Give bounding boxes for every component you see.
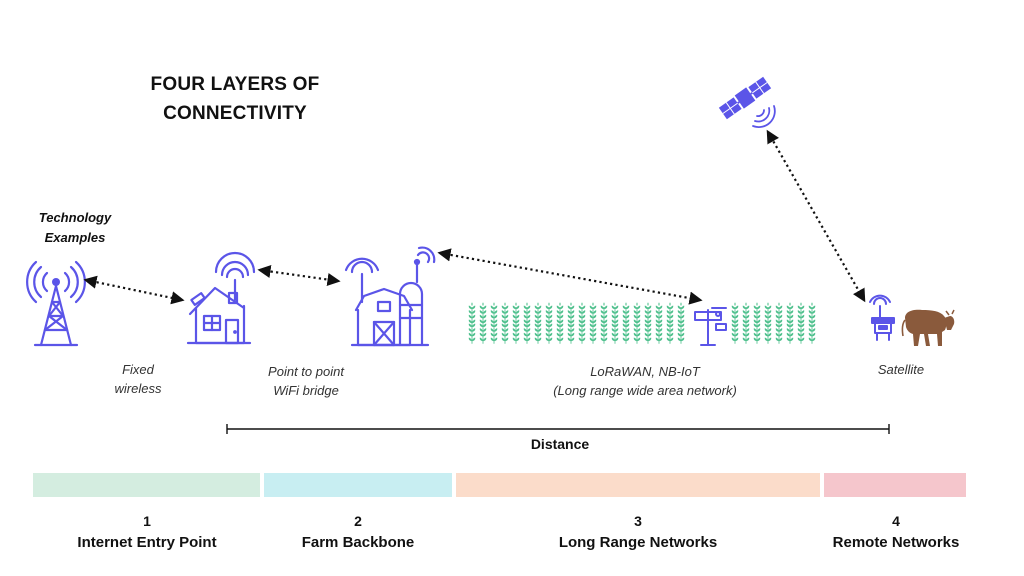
layer-label-2: 2 Farm Backbone xyxy=(258,512,458,552)
crop-plant xyxy=(589,319,597,345)
barn-icon xyxy=(344,246,436,347)
satellite-icon xyxy=(718,76,772,120)
weather-station-icon xyxy=(694,307,727,346)
layer-label-1: 1 Internet Entry Point xyxy=(47,512,247,552)
crop-plant xyxy=(600,319,608,345)
distance-label: Distance xyxy=(530,436,590,452)
crop-plant xyxy=(490,319,498,345)
layer-label-3: 3 Long Range Networks xyxy=(538,512,738,552)
layer-number: 2 xyxy=(354,513,362,529)
caption-fixed-wireless: Fixed wireless xyxy=(88,360,188,398)
layer-band-1 xyxy=(33,473,260,497)
crop-plant xyxy=(501,319,509,345)
crop-plant xyxy=(808,319,816,345)
link-satellite-terminal xyxy=(766,129,866,303)
caption-satellite: Satellite xyxy=(877,362,925,377)
tech-label-line-2: Examples xyxy=(44,230,106,245)
layer-name: Remote Networks xyxy=(832,534,960,551)
link-tower-farmhouse xyxy=(83,275,185,305)
crop-plant xyxy=(742,319,750,345)
caption-fixed-line-1: Fixed xyxy=(122,362,154,377)
layer-name: Farm Backbone xyxy=(301,534,415,551)
layer-band-3 xyxy=(456,473,820,497)
crop-plant xyxy=(753,319,761,345)
link-farmhouse-barn xyxy=(257,264,341,287)
caption-p2p-line-1: Point to point xyxy=(268,364,344,379)
layer-number: 4 xyxy=(892,513,900,529)
crop-plant xyxy=(556,319,564,345)
layer-number: 1 xyxy=(143,513,151,529)
farmhouse-icon xyxy=(186,251,256,345)
layer-band-2 xyxy=(264,473,452,497)
layer-number: 3 xyxy=(634,513,642,529)
crop-plant xyxy=(731,319,739,345)
crop-plant xyxy=(468,319,476,345)
crop-plant xyxy=(633,319,641,345)
tech-label-line-1: Technology xyxy=(38,210,112,225)
layer-name: Internet Entry Point xyxy=(77,534,217,551)
layer-label-4: 4 Remote Networks xyxy=(796,512,996,552)
diagram-title: FOUR LAYERS OF CONNECTIVITY xyxy=(130,70,340,128)
crop-plant xyxy=(644,319,652,345)
cell-tower-icon xyxy=(26,260,86,347)
crop-plant xyxy=(622,319,630,345)
crop-plant xyxy=(666,319,674,345)
crop-plant xyxy=(786,319,794,345)
cow-icon xyxy=(901,309,955,346)
crop-plant xyxy=(567,319,575,345)
caption-lora-line-2: (Long range wide area network) xyxy=(553,383,737,398)
layer-name: Long Range Networks xyxy=(558,534,718,551)
technology-examples-label: Technology Examples xyxy=(20,208,130,248)
caption-lora-line-1: LoRaWAN, NB-IoT xyxy=(590,364,700,379)
crop-plant xyxy=(677,319,685,345)
caption-point-to-point: Point to point WiFi bridge xyxy=(246,362,366,400)
satellite-terminal-icon xyxy=(869,294,895,341)
caption-lorawan: LoRaWAN, NB-IoT (Long range wide area ne… xyxy=(520,362,770,400)
title-line-1: FOUR LAYERS OF xyxy=(150,74,320,95)
crop-field-icon xyxy=(468,301,816,345)
crop-plant xyxy=(545,319,553,345)
caption-fixed-line-2: wireless xyxy=(114,381,162,396)
title-line-2: CONNECTIVITY xyxy=(163,103,307,124)
crop-plant xyxy=(797,319,805,345)
link-barn-weather-station xyxy=(437,248,703,305)
crop-plant xyxy=(655,319,663,345)
crop-plant xyxy=(534,319,542,345)
crop-plant xyxy=(775,319,783,345)
crop-plant xyxy=(479,319,487,345)
crop-plant xyxy=(512,319,520,345)
caption-p2p-line-2: WiFi bridge xyxy=(273,383,339,398)
crop-plant xyxy=(523,319,531,345)
layer-band-4 xyxy=(824,473,966,497)
connection-links xyxy=(83,129,866,305)
crop-plant xyxy=(578,319,586,345)
crop-plant xyxy=(764,319,772,345)
distance-axis xyxy=(226,424,890,434)
crop-plant xyxy=(611,319,619,345)
